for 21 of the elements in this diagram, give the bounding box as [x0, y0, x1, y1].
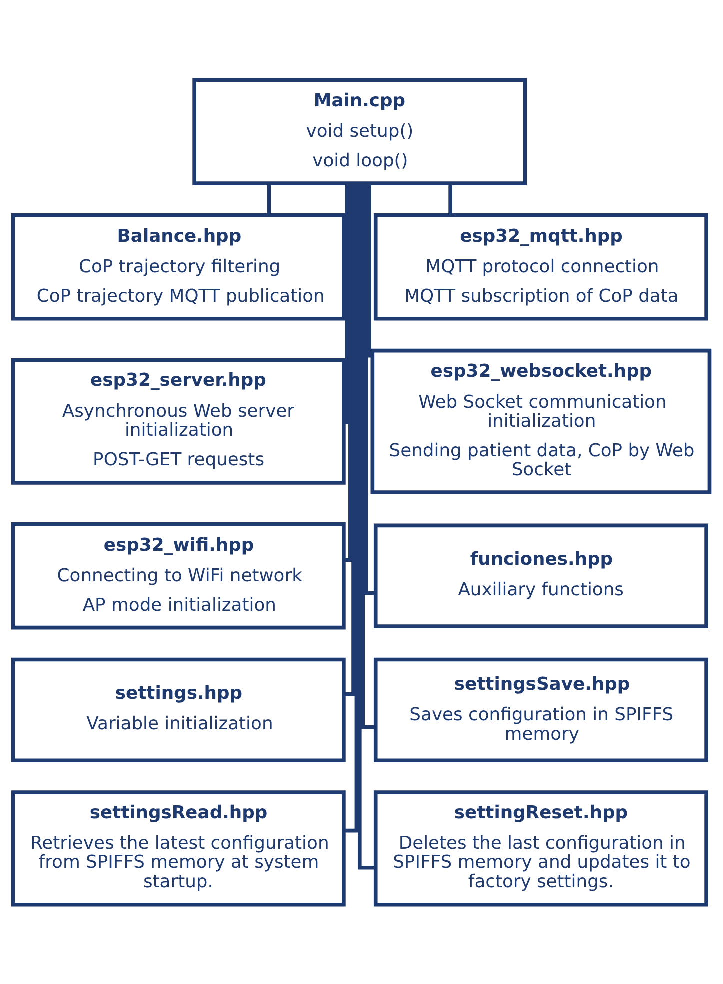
connector [344, 183, 352, 562]
node-box: settingReset.hpp Deletes the last configuration in SPIFFS memory and updates it to factory settings. [374, 790, 708, 906]
node-box: esp32_mqtt.hpp MQTT protocol connection MQTT subscription of CoP data [374, 213, 708, 320]
connector [344, 183, 350, 424]
connector [344, 183, 359, 832]
node-box: esp32_websocket.hpp Web Socket communication initialization Sending patient data, CoP by Web Socket [370, 348, 712, 494]
node-box: Main.cpp void setup() void loop() [192, 78, 528, 185]
connector [368, 183, 372, 358]
connector [361, 183, 376, 729]
node-box: esp32_wifi.hpp Connecting to WiFi network AP mode initialization [11, 522, 346, 630]
connector [364, 183, 376, 595]
node-box: settingsSave.hpp Saves configuration in SPIFFS memory [374, 657, 708, 762]
node-box: Balance.hpp CoP trajectory filtering CoP trajectory MQTT publication [11, 213, 346, 320]
node-box: settingsRead.hpp Retrieves the latest configuration from SPIFFS memory at system startup. [11, 790, 346, 906]
connector [344, 183, 356, 696]
connector [448, 183, 452, 215]
connector [267, 183, 272, 215]
node-box: esp32_server.hpp Asynchronous Web server initialization POST-GET requests [11, 358, 346, 484]
connector [358, 183, 376, 870]
node-box: settings.hpp Variable initialization [11, 657, 346, 762]
node-box: funciones.hpp Auxiliary functions [374, 523, 708, 628]
